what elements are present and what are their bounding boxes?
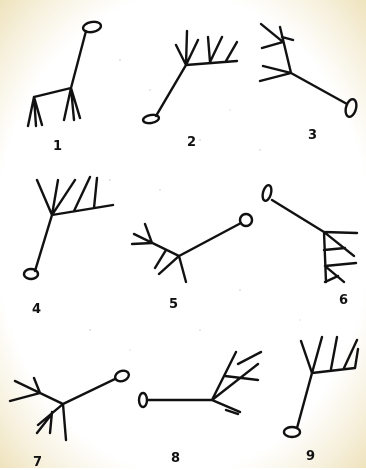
label-5: 5 — [169, 298, 178, 311]
glyph-1 — [28, 21, 102, 126]
glyph-7 — [10, 369, 130, 440]
label-7: 7 — [33, 456, 42, 469]
glyph-9 — [284, 337, 358, 437]
label-2: 2 — [187, 136, 196, 149]
glyph-8 — [139, 352, 261, 414]
label-1: 1 — [53, 140, 62, 153]
glyph-3 — [260, 24, 358, 118]
label-6: 6 — [339, 294, 348, 307]
glyph-6 — [261, 184, 357, 282]
paper-speckle — [89, 59, 300, 350]
label-8: 8 — [171, 452, 180, 465]
glyph-5 — [132, 214, 252, 282]
label-9: 9 — [306, 450, 315, 463]
label-4: 4 — [32, 303, 41, 316]
label-3: 3 — [308, 129, 317, 142]
glyph-4 — [24, 177, 113, 279]
glyph-2 — [142, 31, 237, 124]
